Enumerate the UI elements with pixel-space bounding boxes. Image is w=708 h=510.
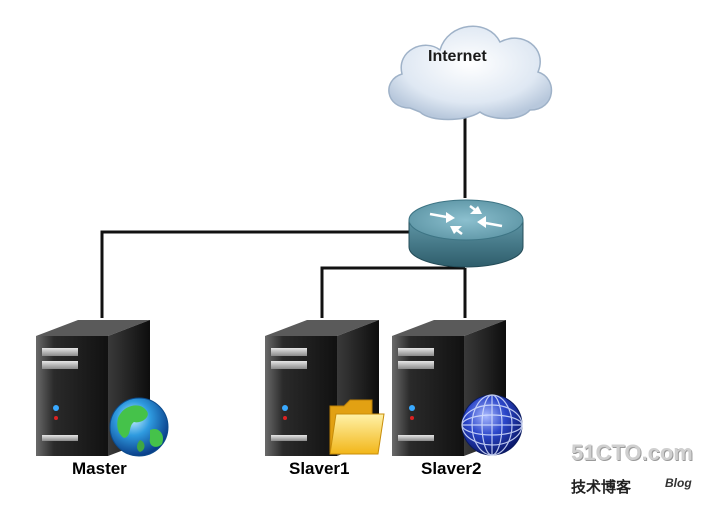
router-slaver1-link [320,266,465,318]
folder-icon [329,399,385,455]
internet-label: Internet [428,48,487,65]
connection-lines [100,115,467,318]
watermark-subtitle: 技术博客 [571,478,632,496]
watermark-site: 51CTO.com [571,440,693,465]
slaver1-server [265,320,379,456]
globe-icon [109,397,169,457]
slaver1-label: Slaver1 [289,459,350,478]
wireframe-globe-icon [461,394,523,456]
slaver2-label: Slaver2 [421,459,482,478]
master-label: Master [72,459,127,478]
watermark-blog: Blog [665,476,692,490]
router-master-link [100,230,413,318]
slaver2-server [392,320,506,456]
cloud-icon [388,25,553,121]
router-icon [408,199,524,268]
